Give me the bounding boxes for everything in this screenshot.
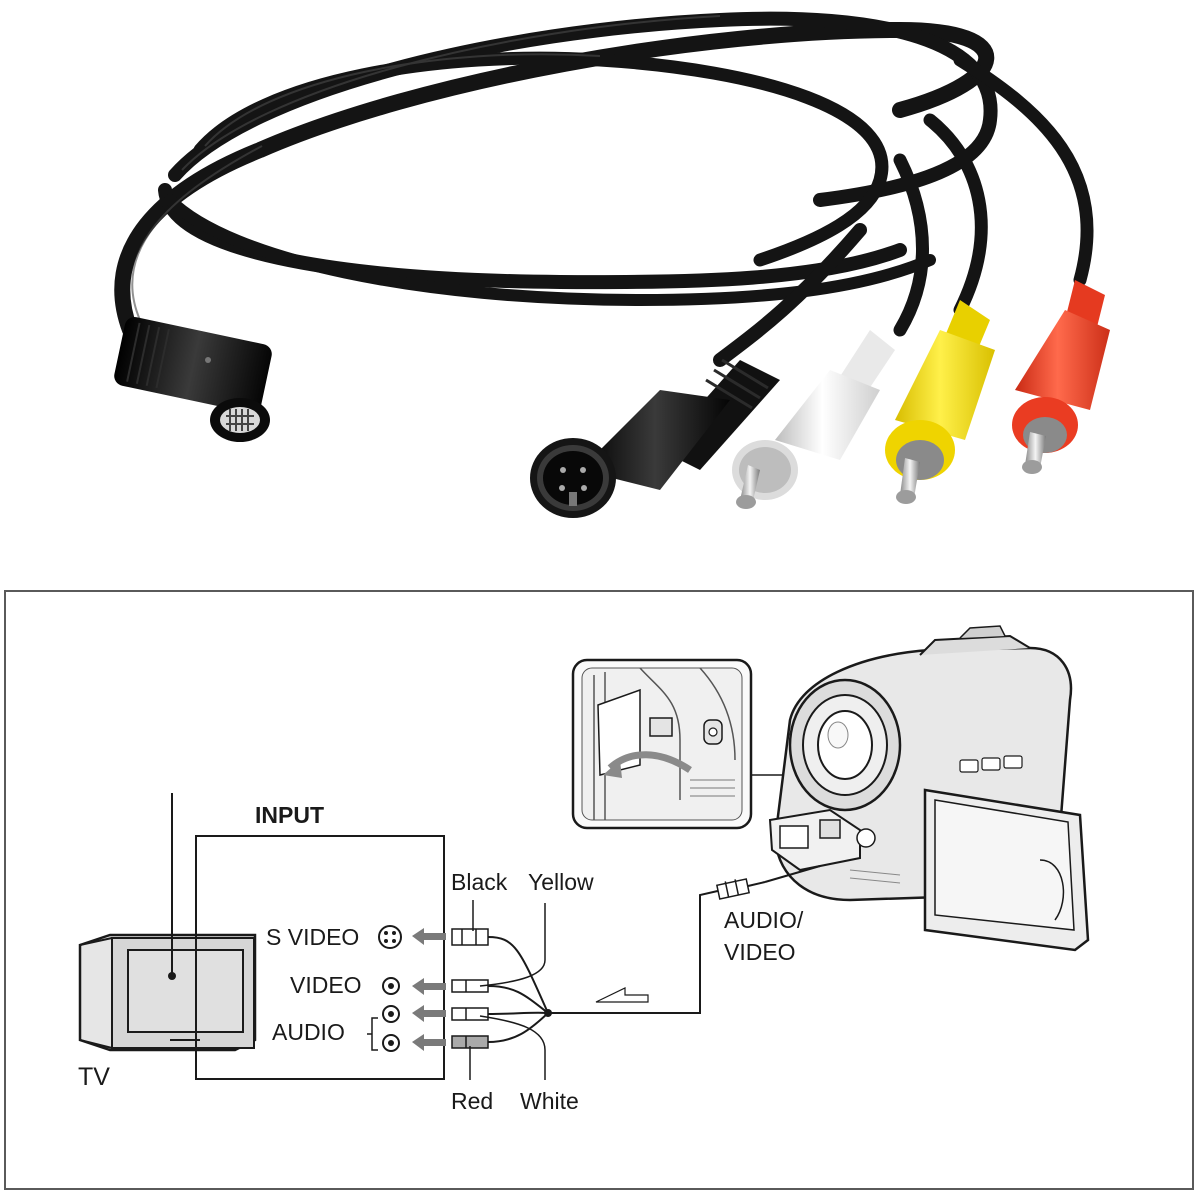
rca-plug-icon bbox=[1012, 280, 1110, 474]
audio-jack-right bbox=[382, 1034, 400, 1052]
cable-photo bbox=[114, 11, 1110, 518]
plug-label-black: Black bbox=[451, 869, 508, 895]
plug-label-white: White bbox=[520, 1088, 579, 1114]
mini-din-connector-icon bbox=[114, 317, 272, 442]
arrow-icon bbox=[412, 928, 446, 1051]
av-cable-bundle bbox=[487, 889, 723, 1043]
camera-port-label-line1: AUDIO/ bbox=[724, 907, 804, 933]
camcorder-icon bbox=[764, 625, 1090, 952]
input-panel bbox=[195, 835, 445, 1080]
input-label: INPUT bbox=[255, 802, 324, 828]
camera-port-label-line2: VIDEO bbox=[724, 939, 796, 965]
audio-bracket bbox=[367, 1017, 378, 1051]
tv-icon bbox=[78, 793, 257, 1052]
rca-plug-icon bbox=[732, 330, 895, 509]
mini-din-connector-icon bbox=[715, 878, 766, 900]
tv-label: TV bbox=[78, 1063, 110, 1091]
port-label-video: VIDEO bbox=[290, 972, 362, 998]
rca-plug-icon bbox=[451, 1007, 489, 1021]
rca-plug-icon bbox=[885, 300, 995, 504]
audio-jack-left bbox=[382, 1005, 400, 1023]
s-video-plug-icon bbox=[530, 358, 780, 518]
s-video-plug-icon bbox=[451, 928, 489, 946]
plug-label-red: Red bbox=[451, 1088, 493, 1114]
color-leader-lines bbox=[469, 900, 546, 1080]
port-label-s-video: S VIDEO bbox=[266, 924, 359, 950]
plug-label-yellow: Yellow bbox=[528, 869, 594, 895]
direction-arrow-icon bbox=[595, 987, 649, 1003]
port-label-audio: AUDIO bbox=[272, 1019, 345, 1045]
video-jack bbox=[382, 977, 400, 995]
port-detail-inset-icon bbox=[571, 658, 810, 830]
s-video-jack bbox=[378, 925, 402, 949]
